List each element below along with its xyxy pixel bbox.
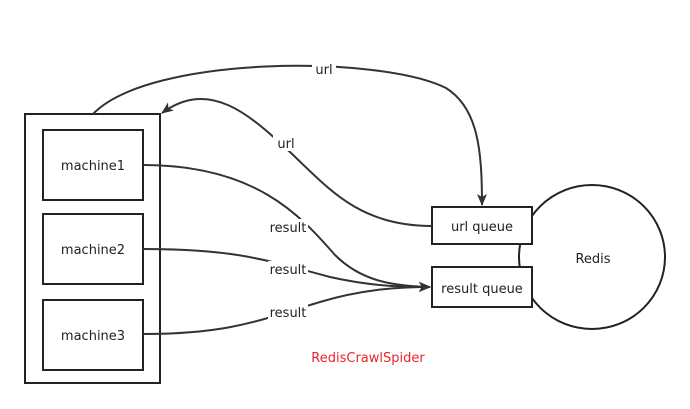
result2-edge-label: result [268,261,308,278]
result3-edge-label: result [268,304,308,321]
machine3-label: machine3 [61,329,125,344]
result3-connector [142,282,431,335]
result-queue-node: result queue [431,266,533,308]
url-top-connector [92,64,487,206]
redis-node: Redis [518,184,666,330]
url-top-edge-label: url [312,61,336,78]
url-queue-label: url queue [451,220,513,235]
machine1-label: machine1 [61,159,125,174]
machine2-label: machine2 [61,243,125,258]
diagram-caption: RedisCrawlSpider [311,351,425,366]
result1-edge-label: result [268,219,308,236]
svg-text:result: result [270,221,307,236]
machine3-node: machine3 [42,299,144,371]
result-queue-label: result queue [441,282,523,297]
result1-connector [142,164,431,292]
url-queue-node: url queue [431,206,533,245]
url-return-connector [161,98,433,227]
url-return-edge-label: url [273,135,299,152]
redis-label: Redis [575,252,610,267]
svg-text:result: result [270,263,307,278]
svg-text:url: url [315,63,332,78]
svg-text:url: url [277,137,294,152]
svg-text:result: result [270,306,307,321]
machine1-node: machine1 [42,129,144,201]
machine2-node: machine2 [42,213,144,285]
result2-connector [142,248,431,292]
